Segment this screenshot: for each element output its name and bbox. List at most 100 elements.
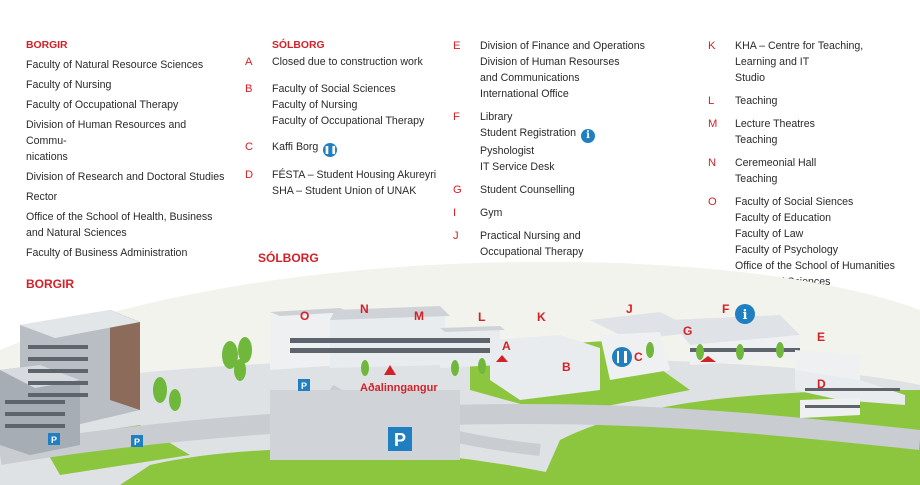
map-label-solborg: SÓLBORG [258, 251, 319, 265]
parking-sign-large: P [388, 427, 412, 451]
cafe-icon: ❚❚ [323, 143, 338, 157]
legend-entry-l: L Teaching [708, 93, 908, 109]
legend-line: International Office [480, 88, 569, 100]
legend-borgir-item: Rector [26, 191, 58, 203]
building-label-g: G [683, 324, 692, 338]
legend-letter: K [708, 40, 716, 52]
parking-letter: P [301, 381, 307, 391]
building-label-c: C [634, 350, 643, 364]
legend-borgir-item: Division of Human Resources and Commu- [26, 119, 187, 147]
legend-borgir-item: and Natural Sciences [26, 227, 127, 239]
info-letter: i [743, 308, 748, 323]
legend-line: Faculty of Nursing [272, 99, 358, 111]
legend-entry-f: F Library Student Registration i Pysholog… [453, 109, 683, 175]
legend-letter: C [245, 141, 254, 153]
legend-borgir-title: BORGIR [26, 40, 68, 51]
legend-entry-k: K KHA – Centre for Teaching, Learning an… [708, 38, 908, 86]
legend-line: Kaffi Borg [272, 141, 319, 153]
legend-line: Faculty of Education [735, 212, 831, 224]
legend-letter: N [708, 157, 717, 169]
legend-borgir-item: Faculty of Business Administration [26, 247, 188, 259]
building-label-a: A [502, 339, 511, 353]
building-label-j: J [626, 302, 633, 316]
legend-solborg: SÓLBORG A Closed due to construction wor… [245, 38, 445, 206]
parking-sign-small: P [298, 379, 310, 391]
building-label-e: E [817, 330, 825, 344]
legend-letter: L [708, 95, 715, 107]
legend-line: Division of Finance and Operations [480, 40, 645, 52]
legend-line: Faculty of Occupational Therapy [272, 115, 425, 127]
legend-line: Faculty of Social Sciences [272, 83, 396, 95]
legend-entry-d: D FÉSTA – Student Housing Akureyri SHA –… [245, 167, 445, 199]
legend-letter: I [453, 207, 457, 219]
road-main [0, 404, 920, 465]
legend-entry-g: G Student Counselling [453, 182, 683, 198]
building-label-o: O [300, 309, 309, 323]
legend-line: Library [480, 111, 513, 123]
legend-line: Faculty of Psychology [735, 244, 839, 256]
parking-letter: P [394, 430, 406, 450]
legend-solborg-title: SÓLBORG [272, 40, 325, 51]
legend-line: Faculty of Law [735, 228, 804, 240]
legend-letter: F [453, 111, 460, 123]
legend-line: Faculty of Social Siences [735, 196, 854, 208]
legend-letter: B [245, 83, 253, 95]
legend-line: IT Service Desk [480, 161, 555, 173]
legend-line: Closed due to construction work [272, 56, 423, 68]
legend-borgir-item: Office of the School of Health, Business [26, 211, 213, 223]
trees [153, 337, 784, 411]
legend-entry-b: B Faculty of Social Sciences Faculty of … [245, 81, 445, 129]
legend-line: Teaching [735, 134, 778, 146]
building-label-l: L [478, 310, 485, 324]
campus-map: Aðalinngangur P P P P i O N M L K J G F … [0, 261, 920, 485]
legend-line: Occupational Therapy [480, 246, 584, 258]
legend-line: Student Counselling [480, 184, 575, 196]
parking-letter: P [51, 435, 57, 445]
parking-letter: P [134, 437, 140, 447]
legend-line: Gym [480, 207, 503, 219]
legend-line: Division of Human Resourses [480, 56, 620, 68]
legend-letter: A [245, 56, 253, 68]
legend-letter: M [708, 118, 718, 130]
legend-line: Pyshologist [480, 145, 535, 157]
legend-letter: E [453, 40, 461, 52]
legend-col-3: E Division of Finance and Operations Div… [453, 38, 683, 267]
legend-line: Student Registration [480, 127, 576, 139]
entrance-marker [700, 356, 716, 362]
parking-lot [270, 390, 460, 460]
info-icon: i [581, 129, 595, 143]
legend-entry-i: I Gym [453, 205, 683, 221]
legend-line: Lecture Theatres [735, 118, 815, 130]
parking-sign-small: P [48, 433, 60, 445]
legend-entry-a: A Closed due to construction work [245, 54, 445, 70]
building-label-b: B [562, 360, 571, 374]
legend-entry-c: C Kaffi Borg ❚❚ [245, 139, 445, 157]
legend-line: FÉSTA – Student Housing Akureyri [272, 169, 437, 181]
building-label-n: N [360, 302, 369, 316]
legend-borgir-item: Faculty of Nursing [26, 79, 112, 91]
legend-line: Office of the School of Humanities [735, 260, 895, 272]
info-icon: i [735, 304, 755, 324]
legend-letter: G [453, 184, 462, 196]
legend-borgir-item: Faculty of Natural Resource Sciences [26, 59, 204, 71]
building-label-k: K [537, 310, 546, 324]
building-label-m: M [414, 309, 424, 323]
legend-borgir: BORGIR Faculty of Natural Resource Scien… [26, 38, 226, 265]
legend-entry-n: N Ceremeonial Hall Teaching [708, 155, 908, 187]
legend-entry-e: E Division of Finance and Operations Div… [453, 38, 683, 102]
main-entrance-label: Aðalinngangur [360, 382, 438, 394]
parking-sign-small: P [131, 435, 143, 447]
building-label-d: D [817, 377, 826, 391]
map-label-borgir: BORGIR [26, 277, 74, 291]
legend-line: SHA – Student Union of UNAK [272, 185, 417, 197]
legend-line-wrap: Kaffi Borg ❚❚ [272, 139, 445, 157]
legend-line: Ceremeonial Hall [735, 157, 817, 169]
entrance-marker [496, 355, 508, 362]
legend-line: Teaching [735, 173, 778, 185]
main-entrance-marker [384, 365, 396, 375]
legend-borgir-item: Division of Research and Doctoral Studie… [26, 171, 225, 183]
borgir-building [0, 310, 140, 455]
legend-borgir-item: nications [26, 151, 68, 163]
legend-line: KHA – Centre for Teaching, [735, 40, 864, 52]
cafe-icon [612, 347, 632, 367]
